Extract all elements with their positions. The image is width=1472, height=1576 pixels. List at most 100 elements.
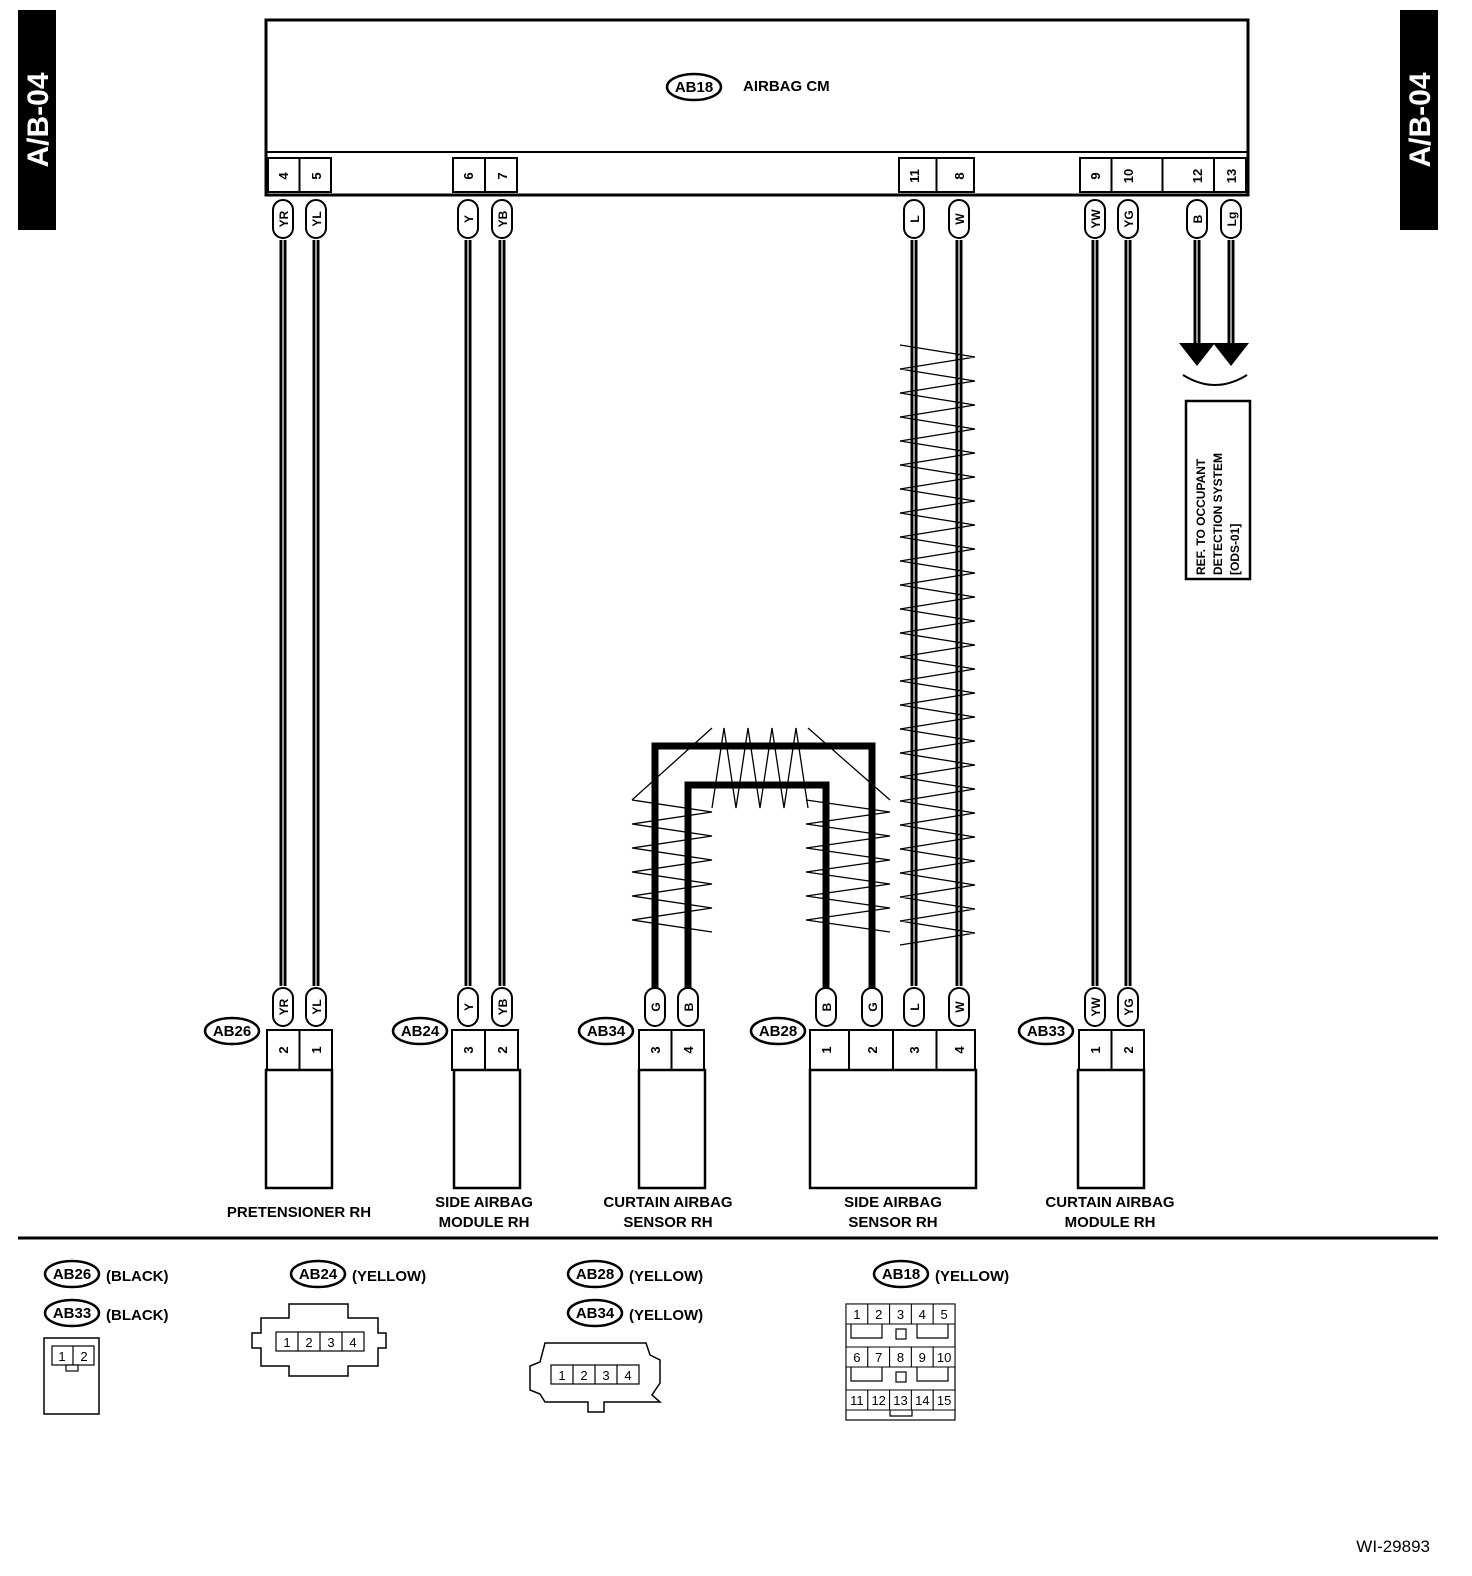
device-connector-id: AB28 — [759, 1023, 797, 1040]
wire-color-tag — [491, 987, 513, 1027]
device-name: PRETENSIONER RH — [227, 1204, 371, 1221]
device-name: SENSOR RH — [623, 1214, 712, 1231]
wire-color-tag — [1084, 987, 1106, 1027]
wire-color-tag — [1186, 199, 1208, 239]
device-connector-oval — [391, 1016, 449, 1046]
reference-line-2: DETECTION SYSTEM — [1211, 453, 1225, 575]
device-name: MODULE RH — [1065, 1214, 1156, 1231]
legend-ab18-key — [916, 1324, 949, 1339]
device-pin-number: 2 — [276, 1046, 291, 1053]
side-tab-left: A/B-04 — [18, 10, 56, 230]
wire-color-tag — [948, 199, 970, 239]
cm-pin-number: 9 — [1088, 172, 1103, 179]
twisted-pair-markings — [631, 344, 976, 946]
legend-ab18-cell — [932, 1346, 956, 1368]
wire-color-tag — [1117, 199, 1139, 239]
legend-ab18-pin: 4 — [919, 1307, 926, 1322]
cm-pin-number: 13 — [1224, 169, 1239, 183]
wire-color-label: G — [866, 1002, 880, 1011]
legend-pin-number: 3 — [327, 1335, 334, 1350]
device-body — [452, 1068, 522, 1190]
legend-ab24-id: AB24 — [299, 1266, 338, 1283]
wire-color-label: Y — [462, 215, 476, 223]
device-connector-oval — [577, 1016, 635, 1046]
occupant-detection-reference: REF. TO OCCUPANT DETECTION SYSTEM [ODS-0… — [1182, 374, 1252, 581]
cm-pin-number: 4 — [276, 172, 291, 180]
wire-color-tag — [457, 987, 479, 1027]
device-name: SENSOR RH — [848, 1214, 937, 1231]
wire-b-loop — [684, 781, 830, 988]
wire-g-loop — [651, 742, 876, 988]
wire-color-label: YB — [496, 210, 510, 227]
wire-color-label: YW — [1089, 997, 1103, 1017]
cm-pin-number: 5 — [309, 172, 324, 179]
wire-color-label: YL — [310, 211, 324, 226]
wire-color-label: L — [908, 1003, 922, 1010]
reference-line-3: [ODS-01] — [1228, 524, 1242, 575]
cm-pin-number: 10 — [1121, 169, 1136, 183]
wire-color-label: Lg — [1225, 212, 1239, 227]
legend-pin-number: 4 — [349, 1335, 356, 1350]
legend-ab18-pin: 1 — [853, 1307, 860, 1322]
device-pin-number: 2 — [495, 1046, 510, 1053]
device-body — [1076, 1068, 1146, 1190]
legend-ab18-pin: 11 — [850, 1393, 864, 1408]
cm-pin-number: 7 — [495, 172, 510, 179]
cm-pin-number: 8 — [952, 172, 967, 179]
airbag-cm-label: AIRBAG CM — [743, 78, 830, 95]
wire-color-label: YG — [1122, 998, 1136, 1015]
svg-text:A/B-04: A/B-04 — [1404, 72, 1437, 167]
legend-pin-number: 3 — [602, 1368, 609, 1383]
wire-color-tag — [457, 199, 479, 239]
legend-ab34-id: AB34 — [576, 1305, 615, 1322]
legend-ab18-pin: 14 — [915, 1393, 929, 1408]
wire-color-tag — [491, 199, 513, 239]
wire-color-tag — [272, 199, 294, 239]
legend-ab18-key — [850, 1367, 883, 1382]
legend-ab18-pin: 3 — [897, 1307, 904, 1322]
legend-ab18-key — [895, 1328, 907, 1340]
legend-ab18-cell — [932, 1303, 956, 1325]
twist-corner — [631, 727, 713, 801]
wire-color-label: Y — [462, 1003, 476, 1011]
device-pin-number: 3 — [907, 1046, 922, 1053]
legend-ab18-color: (YELLOW) — [935, 1268, 1009, 1285]
device-pin-number: 1 — [819, 1046, 834, 1053]
device-connector-oval — [1017, 1016, 1075, 1046]
twist-ab28 — [805, 799, 891, 933]
wire-color-tag — [1084, 199, 1106, 239]
wire-color-label: YB — [496, 998, 510, 1015]
legend-ab33-id: AB33 — [53, 1305, 91, 1322]
wire-color-label: YL — [310, 999, 324, 1014]
device-connector-oval — [749, 1016, 807, 1046]
device-body — [808, 1068, 978, 1190]
wire-color-label: YR — [277, 210, 291, 227]
device-pin-number: 4 — [681, 1046, 696, 1054]
device-pin-number: 2 — [1121, 1046, 1136, 1053]
legend-ab18-key — [889, 1410, 913, 1417]
wire-color-label: YW — [1089, 209, 1103, 229]
side-tab-right: A/B-04 — [1400, 10, 1438, 230]
legend-ab18-key — [850, 1324, 883, 1339]
wire-color-label: B — [682, 1002, 696, 1011]
figure-id: WI-29893 — [1356, 1537, 1430, 1556]
legend-ab28-id: AB28 — [576, 1266, 614, 1283]
device-connector-id: AB24 — [401, 1023, 440, 1040]
wire-color-tag — [1220, 199, 1242, 239]
device-body — [264, 1068, 334, 1190]
device-connector-id: AB26 — [213, 1023, 251, 1040]
wire-color-tag — [272, 987, 294, 1027]
device-name: SIDE AIRBAG — [435, 1194, 533, 1211]
svg-text:A/B-04: A/B-04 — [22, 72, 55, 167]
device-pin-number: 1 — [1088, 1046, 1103, 1053]
airbag-cm-connector-id: AB18 — [675, 79, 713, 96]
device-name: CURTAIN AIRBAG — [1045, 1194, 1174, 1211]
wire-color-label: YG — [1122, 210, 1136, 227]
legend-ab28-color: (YELLOW) — [629, 1268, 703, 1285]
